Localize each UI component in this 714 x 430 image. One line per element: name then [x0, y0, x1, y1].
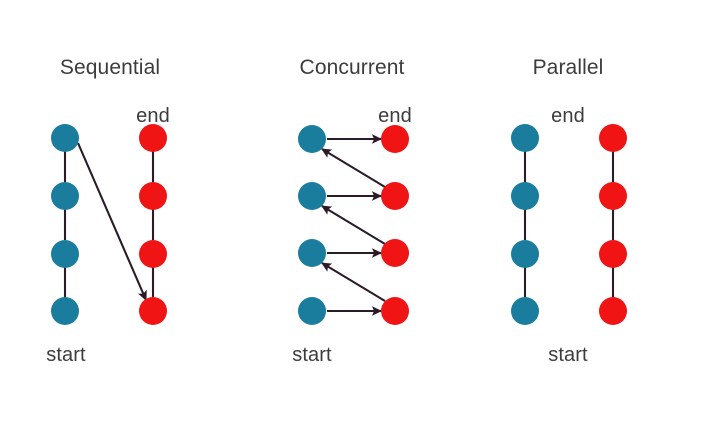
arrow-sequential-blue-0-to-red-3-handoff — [77, 142, 147, 301]
node-parallel-red-column-2 — [599, 240, 627, 268]
node-sequential-blue-column-3 — [51, 297, 79, 325]
node-concurrent-blue-column-3 — [298, 297, 326, 325]
node-sequential-red-column-2 — [139, 240, 167, 268]
node-sequential-red-column-0 — [139, 124, 167, 152]
node-parallel-red-column-0 — [599, 124, 627, 152]
panel-sequential — [51, 124, 167, 325]
node-concurrent-red-column-0 — [381, 125, 409, 153]
node-concurrent-blue-column-0 — [298, 125, 326, 153]
panel-concurrent — [298, 125, 409, 325]
node-parallel-blue-column-2 — [511, 240, 539, 268]
node-parallel-red-column-3 — [599, 297, 627, 325]
node-sequential-red-column-1 — [139, 182, 167, 210]
node-sequential-blue-column-2 — [51, 240, 79, 268]
end-label-concurrent: end — [378, 105, 412, 127]
arrow-concurrent-red-1-to-blue-0 — [321, 148, 386, 188]
panel-title-parallel: Parallel — [532, 56, 604, 79]
arrow-concurrent-red-3-to-blue-2 — [321, 262, 386, 302]
node-sequential-red-column-3 — [139, 297, 167, 325]
node-concurrent-red-column-1 — [381, 182, 409, 210]
start-label-sequential: start — [46, 344, 86, 366]
node-concurrent-blue-column-1 — [298, 182, 326, 210]
node-sequential-blue-column-0 — [51, 124, 79, 152]
end-label-sequential: end — [136, 105, 170, 127]
panel-title-sequential: Sequential — [59, 56, 161, 79]
node-concurrent-red-column-2 — [381, 239, 409, 267]
panel-title-concurrent: Concurrent — [299, 56, 405, 79]
node-sequential-blue-column-1 — [51, 182, 79, 210]
start-label-concurrent: start — [292, 344, 332, 366]
node-parallel-blue-column-0 — [511, 124, 539, 152]
panel-parallel — [511, 124, 627, 325]
node-parallel-red-column-1 — [599, 182, 627, 210]
node-parallel-blue-column-1 — [511, 182, 539, 210]
node-concurrent-blue-column-2 — [298, 239, 326, 267]
arrow-concurrent-red-2-to-blue-1 — [321, 205, 386, 245]
start-label-parallel: start — [548, 344, 588, 366]
node-parallel-blue-column-3 — [511, 297, 539, 325]
node-concurrent-red-column-3 — [381, 297, 409, 325]
end-label-parallel: end — [551, 105, 585, 127]
